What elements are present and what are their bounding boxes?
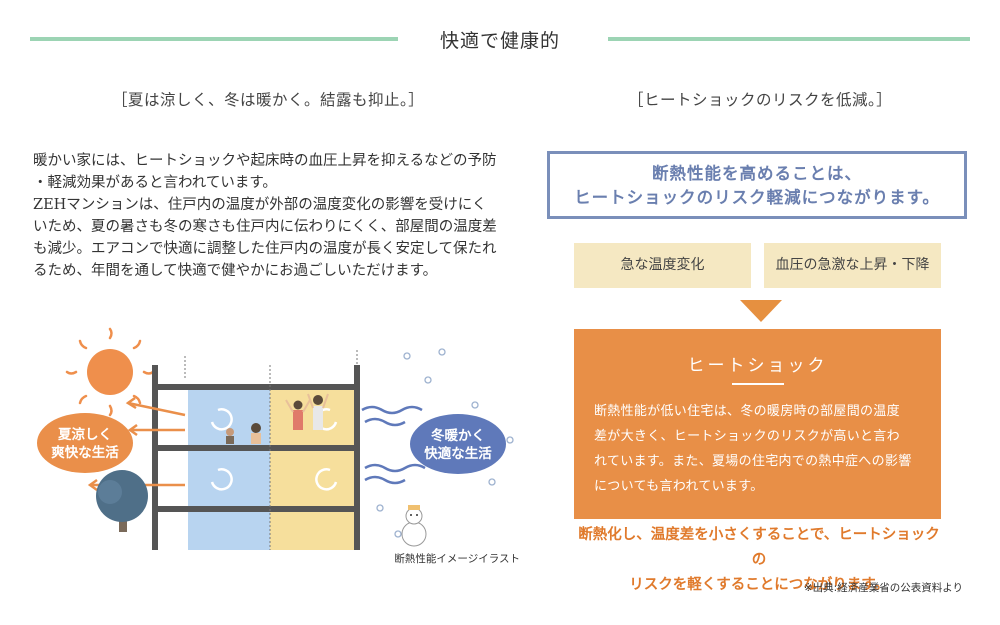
room-yellow-lower <box>270 451 354 506</box>
highlight-line: 断熱性能を高めることは、 <box>652 164 862 183</box>
highlight-box: 断熱性能を高めることは、 ヒートショックのリスク軽減につながります。 <box>547 151 967 219</box>
tree-icon <box>96 470 148 532</box>
heat-shock-divider <box>732 383 784 385</box>
paragraph-line: ZEHマンションは、住戸内の温度が外部の温度変化の影響を受けにく <box>33 197 487 213</box>
room-yellow-bottom <box>270 512 354 550</box>
snowflake-icon <box>376 348 514 538</box>
conclusion-line: 断熱化し、温度差を小さくすることで、ヒートショックの <box>578 526 940 568</box>
heat-shock-description: 断熱性能が低い住宅は、冬の暖房時の部屋間の温度 差が大きく、ヒートショックのリス… <box>594 399 929 499</box>
insulation-illustration: 夏涼しく 爽快な生活 冬暖かく 快適な生活 <box>37 327 514 550</box>
winter-label-line2: 快適な生活 <box>424 445 492 462</box>
source-note: ※出典:経済産業省の公表資料より <box>803 582 963 594</box>
summer-label-line2: 爽快な生活 <box>51 444 119 461</box>
cold-wind-icon <box>361 405 426 485</box>
illustration-caption: 断熱性能イメージイラスト <box>394 553 520 565</box>
room-blue-lower <box>188 451 270 506</box>
highlight-line: ヒートショックのリスク軽減につながります。 <box>574 188 940 207</box>
heat-shock-line: についても言われています。 <box>594 479 764 494</box>
down-arrow-icon <box>740 300 782 322</box>
paragraph-line: るため、年間を通して快適で健やかにお過ごしいただけます。 <box>33 263 438 279</box>
heat-shock-title: ヒートショック <box>687 356 828 376</box>
building-frame <box>152 365 360 550</box>
winter-label-line1: 冬暖かく <box>431 427 485 444</box>
snowman-icon <box>401 505 427 547</box>
heat-shock-line: 断熱性能が低い住宅は、冬の暖房時の部屋間の温度 <box>594 404 900 419</box>
sun-icon <box>65 327 155 417</box>
winter-label-ellipse <box>410 414 506 474</box>
summer-label-line1: 夏涼しく <box>57 426 112 443</box>
heat-shock-box: ヒートショック 断熱性能が低い住宅は、冬の暖房時の部屋間の温度 差が大きく、ヒー… <box>574 329 941 519</box>
room-blue-bottom <box>188 512 270 550</box>
family-icon <box>226 393 329 444</box>
room-yellow-upper <box>270 390 354 445</box>
header-rule-left <box>30 37 398 41</box>
page-title: 快適で健康的 <box>439 30 560 52</box>
right-subhead: ［ヒートショックのリスクを低減。］ <box>628 91 893 109</box>
paragraph-line: 暖かい家には、ヒートショックや起床時の血圧上昇を抑えるなどの予防 <box>33 153 497 169</box>
heat-shock-line: 差が大きく、ヒートショックのリスクが高いと言わ <box>594 429 900 444</box>
heat-shock-line: れています。また、夏場の住宅内での熱中症への影響 <box>594 454 912 469</box>
paragraph-line: ・軽減効果があると言われています。 <box>33 175 277 191</box>
paragraph-line: いため、夏の暑さも冬の寒さも住戸内に伝わりにくく、部屋間の温度差 <box>33 219 497 235</box>
conclusion-text: 断熱化し、温度差を小さくすることで、ヒートショックの リスクを軽くすることにつな… <box>575 522 943 597</box>
conclusion-line: リスクを軽くすることにつながります。 <box>629 576 889 593</box>
cause-box-blood-pressure: 血圧の急激な上昇・下降 <box>764 243 941 288</box>
summer-label-ellipse <box>37 413 133 473</box>
intro-paragraph: 暖かい家には、ヒートショックや起床時の血圧上昇を抑えるなどの予防 ・軽減効果があ… <box>33 150 518 282</box>
paragraph-line: も減少。エアコンで快適に調整した住戸内の温度が長く安定して保たれ <box>33 241 497 257</box>
left-subhead: ［夏は涼しく、冬は暖かく。結露も抑止。］ <box>112 91 425 109</box>
cause-box-temperature: 急な温度変化 <box>574 243 751 288</box>
header-rule-right <box>608 37 970 41</box>
